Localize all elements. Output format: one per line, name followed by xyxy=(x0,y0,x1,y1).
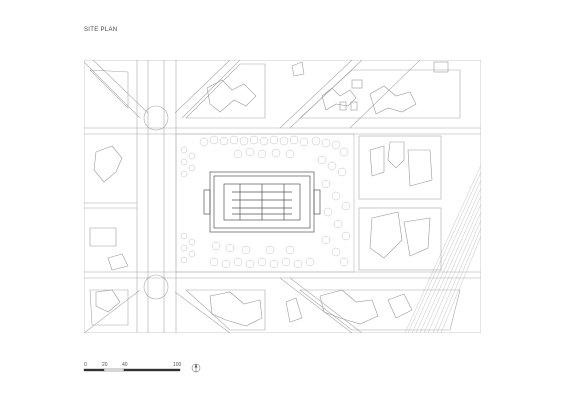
park-trees xyxy=(180,135,351,269)
site-frame xyxy=(84,60,481,333)
city-blocks xyxy=(89,63,461,331)
left-avenue xyxy=(136,60,177,333)
scale-tick-100: 100 xyxy=(173,362,182,368)
north-arrow-icon xyxy=(191,363,201,373)
building-footprints xyxy=(89,61,449,327)
scale-bar: 0 20 40 100 xyxy=(83,362,182,372)
page-title: SITE PLAN xyxy=(84,27,118,33)
scale-tick-40: 40 xyxy=(122,362,128,368)
scale-tick-20: 20 xyxy=(102,362,108,368)
horizontal-streets xyxy=(84,127,481,279)
central-building xyxy=(203,171,321,233)
scale-tick-0: 0 xyxy=(84,362,87,368)
diagonal-avenues xyxy=(84,60,421,333)
park-boundary xyxy=(175,133,355,273)
railway-lines xyxy=(404,164,481,333)
